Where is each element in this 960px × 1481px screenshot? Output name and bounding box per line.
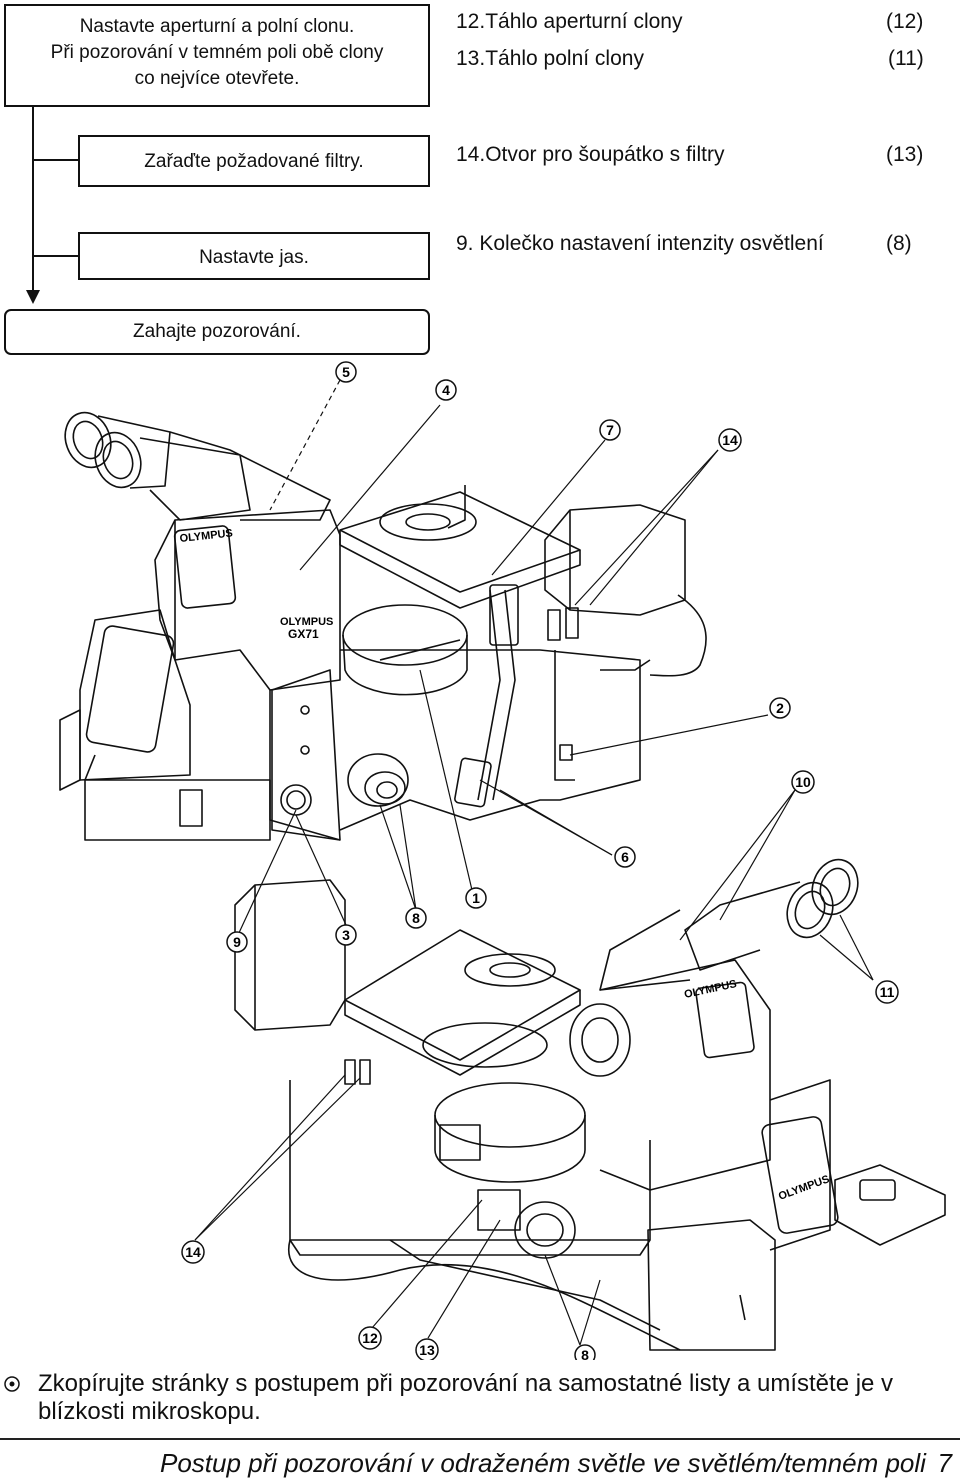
bullseye-icon bbox=[4, 1376, 20, 1392]
reference-intensity-knob: 9. Kolečko nastavení intenzity osvětlení… bbox=[456, 231, 926, 257]
reference-name: 14.Otvor pro šoupátko s filtry bbox=[456, 143, 725, 166]
reference-name: 13.Táhlo polní clony bbox=[456, 47, 644, 70]
page-number: 7 bbox=[937, 1448, 952, 1478]
reference-page: (8) bbox=[886, 232, 912, 255]
callout-number: 11 bbox=[880, 984, 895, 1000]
callout-marker: 14 bbox=[181, 1240, 205, 1264]
step-text-line: Nastavte aperturní a polní clonu. bbox=[79, 16, 355, 37]
step-box-diaphragms: Nastavte aperturní a polní clonu. Při po… bbox=[4, 4, 430, 107]
callout-marker: 3 bbox=[335, 924, 357, 946]
step-box-start: Zahajte pozorování. bbox=[4, 309, 430, 355]
reference-name: 12.Táhlo aperturní clony bbox=[456, 10, 683, 33]
step-box-filters: Zařaďte požadované filtry. bbox=[78, 135, 430, 187]
callouts: 5 4 7 14 2 10 6 1 8 3 9 11 14 12 13 8 bbox=[181, 361, 899, 1360]
callout-number: 3 bbox=[342, 927, 350, 943]
callout-marker: 7 bbox=[599, 419, 621, 441]
callout-marker: 13 bbox=[415, 1338, 439, 1360]
brand-label: OLYMPUS bbox=[280, 616, 333, 628]
reference-name: 9. Kolečko nastavení intenzity osvětlení bbox=[456, 232, 824, 255]
model-label: GX71 bbox=[288, 627, 319, 641]
callout-marker: 8 bbox=[574, 1344, 596, 1360]
callout-marker: 10 bbox=[791, 770, 815, 794]
callout-number: 8 bbox=[581, 1347, 589, 1360]
step-text-line: Při pozorování v temném poli obě clony bbox=[50, 42, 384, 63]
callout-number: 7 bbox=[606, 422, 614, 438]
step-text: Nastavte jas. bbox=[199, 247, 309, 268]
reference-field-lever: 13.Táhlo polní clony (11) bbox=[456, 46, 926, 72]
callout-number: 2 bbox=[776, 700, 784, 716]
footer-title: Postup při pozorování v odraženém světle… bbox=[160, 1448, 926, 1478]
callout-number: 14 bbox=[185, 1244, 201, 1260]
brand-label: OLYMPUS bbox=[683, 978, 738, 1001]
callout-marker: 12 bbox=[358, 1326, 382, 1350]
reference-aperture-lever: 12.Táhlo aperturní clony (12) bbox=[456, 9, 926, 35]
callout-number: 8 bbox=[412, 910, 420, 926]
callout-number: 14 bbox=[722, 432, 738, 448]
callout-marker: 11 bbox=[875, 980, 899, 1004]
reference-page: (12) bbox=[886, 10, 924, 33]
brand-label: OLYMPUS bbox=[179, 527, 233, 545]
note-text: Zkopírujte stránky s postupem při pozoro… bbox=[38, 1370, 894, 1425]
callout-marker: 1 bbox=[465, 887, 487, 909]
callout-marker: 8 bbox=[405, 907, 427, 929]
brand-label: OLYMPUS bbox=[777, 1173, 831, 1203]
callout-marker: 5 bbox=[335, 361, 357, 383]
upper-microscope bbox=[59, 411, 707, 841]
reference-page: (11) bbox=[888, 47, 924, 70]
callout-number: 13 bbox=[419, 1342, 435, 1358]
callout-marker: 2 bbox=[769, 697, 791, 719]
callout-marker: 9 bbox=[226, 931, 248, 953]
callout-marker: 6 bbox=[614, 846, 636, 868]
microscope-illustration: OLYMPUS OLYMPUS GX71 OLYMPUS OLYMPUS 5 4… bbox=[59, 361, 946, 1360]
callout-number: 9 bbox=[233, 934, 241, 950]
callout-marker: 4 bbox=[435, 379, 457, 401]
callout-number: 10 bbox=[795, 774, 811, 790]
lower-microscope bbox=[234, 858, 946, 1351]
step-box-brightness: Nastavte jas. bbox=[78, 232, 430, 280]
callout-number: 1 bbox=[472, 890, 480, 906]
callout-number: 12 bbox=[362, 1330, 378, 1346]
callout-number: 4 bbox=[442, 382, 450, 398]
step-text: Zahajte pozorování. bbox=[133, 321, 301, 342]
reference-page: (13) bbox=[886, 143, 924, 166]
step-text: Zařaďte požadované filtry. bbox=[144, 151, 364, 172]
step-text-line: co nejvíce otevřete. bbox=[134, 68, 300, 89]
flow-connector bbox=[26, 107, 78, 304]
callout-number: 6 bbox=[621, 849, 629, 865]
footer-rule bbox=[0, 1438, 960, 1440]
callout-marker: 14 bbox=[718, 428, 742, 452]
callout-number: 5 bbox=[342, 364, 350, 380]
reference-filter-slot: 14.Otvor pro šoupátko s filtry (13) bbox=[456, 142, 926, 168]
